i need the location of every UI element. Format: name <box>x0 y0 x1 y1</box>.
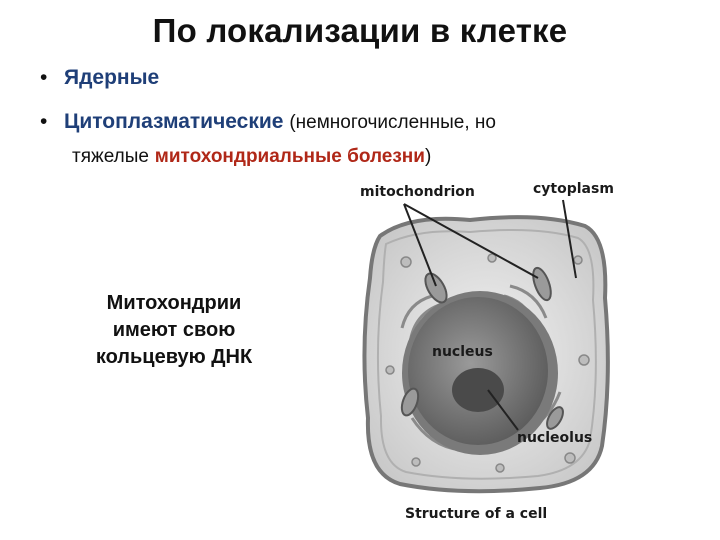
label-nucleus: nucleus <box>432 344 493 360</box>
slide-title: По локализации в клетке <box>152 12 568 49</box>
note-line: Митохондрии <box>106 292 242 314</box>
note-line: имеют свою <box>112 319 236 341</box>
bullet-text: Цитоплазматические <box>64 110 284 133</box>
label-nucleolus: nucleolus <box>517 430 593 446</box>
bullet-note-open: (немногочисленные, но <box>289 112 496 133</box>
label-mitochondrion: mitochondrion <box>360 184 475 200</box>
bullet-note-cont: тяжелые <box>72 146 149 167</box>
label-cytoplasm: cytoplasm <box>533 181 614 197</box>
cell-illustration <box>362 199 610 494</box>
vesicles <box>385 253 590 473</box>
bullet-cytoplasmic: • Цитоплазматические (немногочисленные, н… <box>40 110 496 134</box>
bullet-continuation: тяжелые митохондриальные болезни) <box>72 144 431 168</box>
bullet-note-close: ) <box>424 146 432 167</box>
bullet-text: Ядерные <box>64 66 160 89</box>
bullet-nuclear: • Ядерные <box>40 66 159 90</box>
mitochondria <box>400 266 564 430</box>
bullet-marker: • <box>40 66 48 89</box>
mtdna-note: Митохондрии имеют свою кольцевую ДНК <box>74 290 274 371</box>
nucleolus-body <box>452 368 504 412</box>
label-pointers <box>403 199 577 431</box>
figure-caption: Structure of a cell <box>405 506 548 522</box>
note-line: кольцевую ДНК <box>95 346 253 368</box>
highlight-diseases: митохондриальные болезни <box>154 146 425 167</box>
bullet-marker: • <box>40 110 48 133</box>
